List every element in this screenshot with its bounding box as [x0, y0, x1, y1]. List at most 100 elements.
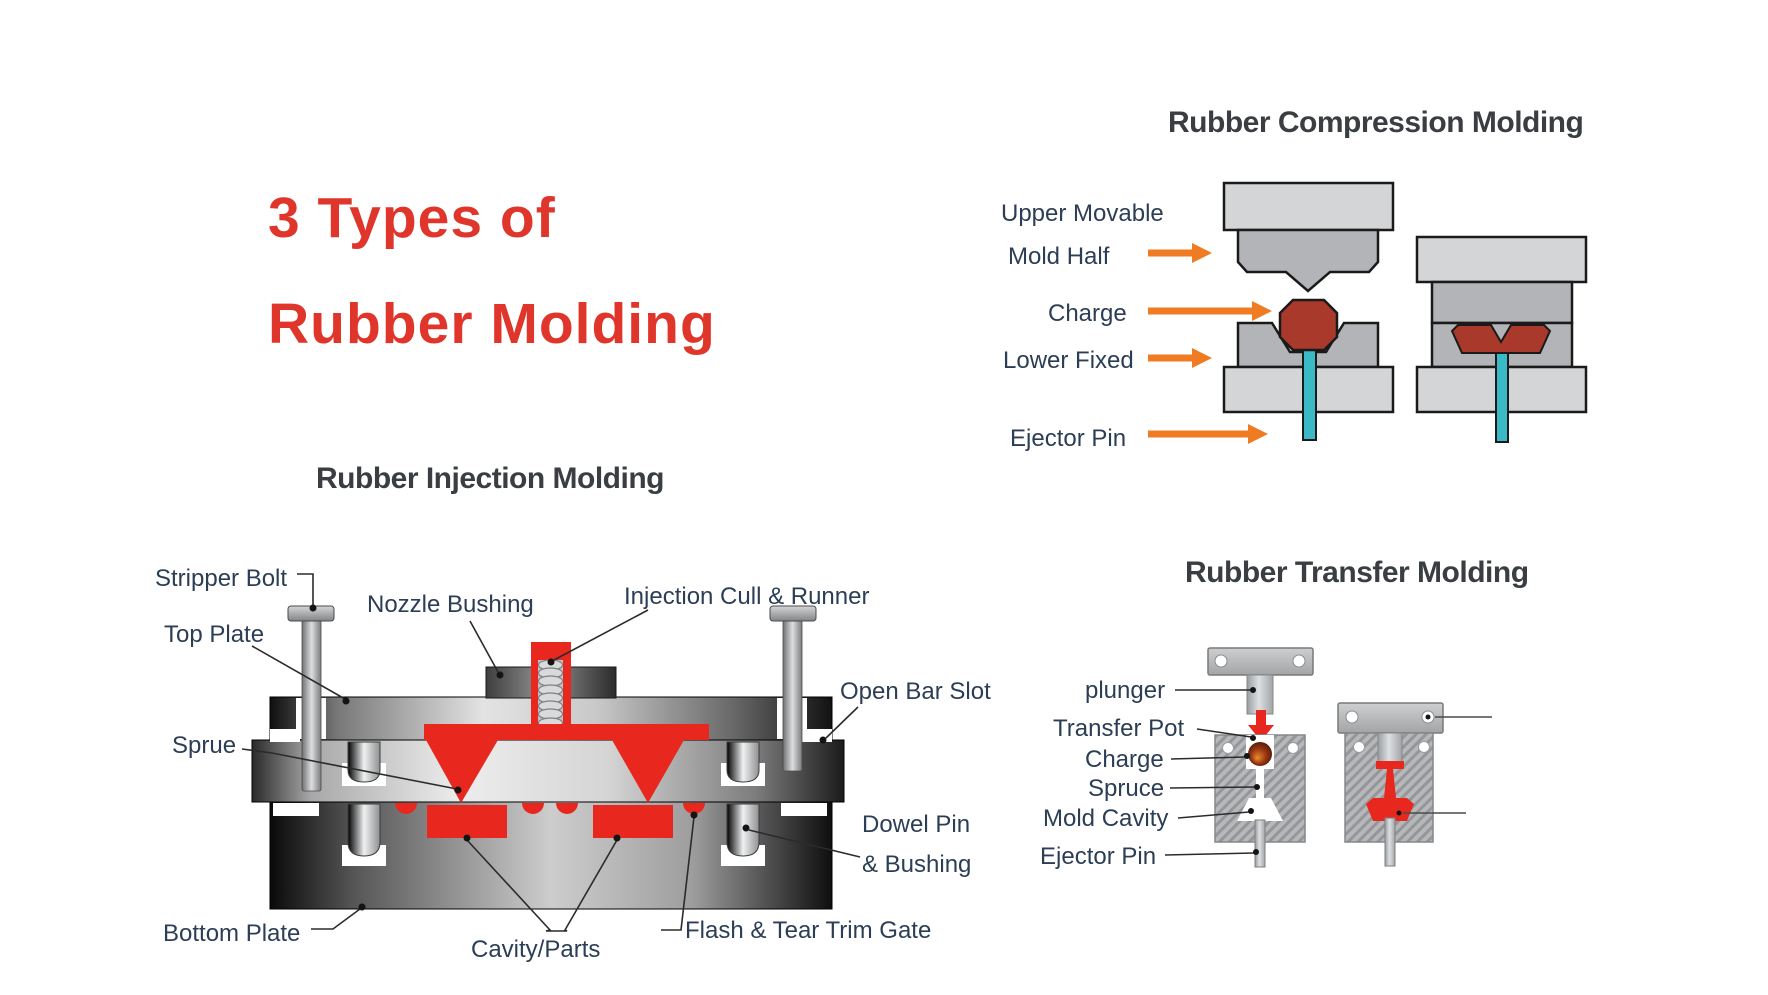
injection-mold — [251, 605, 845, 910]
block-hole-2 — [1287, 742, 1299, 754]
bottom-plate-leader — [311, 908, 361, 930]
dowel-pin-right — [726, 803, 760, 857]
mold-cavity-leader — [1177, 811, 1250, 819]
leader-dots — [309, 604, 1431, 911]
bushing-left — [347, 741, 381, 783]
transfer-ejector-pin-open — [1254, 819, 1266, 868]
stripper-bolt-leader — [297, 573, 314, 605]
cavity-filled-shape — [1366, 798, 1414, 821]
spruce-leader — [1169, 786, 1256, 789]
charge-shape — [1278, 298, 1339, 352]
label-transfer-pot: Transfer Pot — [1053, 715, 1185, 742]
compression-top-plate-open — [1222, 181, 1395, 232]
label-transfer-ejector-pin: Ejector Pin — [1040, 843, 1157, 870]
ejector-pin-shape-open — [1302, 349, 1317, 441]
label-flash-tear-trim-gate: Flash & Tear Trim Gate — [685, 917, 932, 944]
block-closed-hole-2 — [1418, 741, 1430, 753]
mold-half-arrow — [1148, 243, 1212, 263]
flash-bump-2 — [522, 803, 544, 814]
sprue-filled-shape — [1384, 769, 1396, 798]
plunger-plate-hole-left — [1214, 654, 1228, 668]
sprue-channel-shape — [1256, 769, 1264, 799]
stripper-bolt-left-shaft — [301, 619, 322, 792]
compression-arrows — [1148, 243, 1272, 444]
plunger-plate-hole-right — [1292, 654, 1306, 668]
main-title-line2: Rubber Molding — [268, 292, 716, 356]
label-stripper-bolt: Stripper Bolt — [155, 565, 288, 592]
cavity-parts-leader — [466, 839, 618, 932]
main-title-line1: 3 Types of — [268, 186, 556, 250]
flash-bump-1 — [395, 803, 417, 814]
mold-cavity-shape — [1237, 798, 1283, 821]
ejector-pin-arrow — [1148, 424, 1268, 444]
transfer-mold-closed — [1337, 702, 1444, 867]
compression-mold-open — [1222, 181, 1395, 441]
press-direction-arrow — [1248, 710, 1274, 741]
cavity-left-shape — [427, 805, 507, 838]
runner-and-cavities — [395, 724, 709, 838]
stripper-bolt-right-head — [769, 605, 817, 622]
leader-lines — [241, 573, 1492, 932]
block-hole-1 — [1222, 742, 1234, 754]
label-open-bar-slot: Open Bar Slot — [840, 678, 991, 705]
upper-movable-mold-half — [1236, 228, 1380, 293]
transfer-mold-open — [1207, 647, 1314, 868]
label-sprue: Sprue — [172, 732, 237, 759]
bar-slot-lower-right — [781, 803, 827, 816]
top-plate-leader — [251, 645, 346, 700]
plunger-stem — [1246, 674, 1274, 715]
charge-ball — [1248, 742, 1272, 766]
transferred-rubber — [1366, 761, 1414, 821]
sprue-leader — [241, 748, 458, 790]
stripper-bolt-right-shaft — [782, 619, 803, 772]
block-closed-hole-1 — [1353, 741, 1365, 753]
label-lower-fixed: Lower Fixed — [1003, 347, 1134, 374]
flash-gate-bump — [683, 803, 705, 814]
sprue-left-shape — [426, 740, 498, 803]
transfer-ejector-leader — [1164, 852, 1255, 856]
bar-slot-lower-left — [273, 803, 319, 816]
bushing-right — [726, 741, 760, 783]
compression-mold-closed — [1415, 235, 1588, 443]
transfer-ejector-pin-closed — [1384, 817, 1396, 867]
transfer-charge-leader — [1170, 756, 1246, 760]
label-and-bushing: & Bushing — [862, 851, 972, 878]
label-compression-ejector-pin: Ejector Pin — [1010, 425, 1127, 452]
label-upper-movable: Upper Movable — [1001, 200, 1164, 227]
flash-gate-leader — [661, 816, 695, 931]
ejector-pin-shape-closed — [1495, 349, 1509, 443]
lower-fixed-arrow — [1148, 348, 1212, 368]
transfer-pot-leader — [1196, 728, 1252, 738]
transfer-title: Rubber Transfer Molding — [1185, 556, 1529, 589]
label-plunger: plunger — [1085, 677, 1166, 704]
label-compression-charge: Charge — [1048, 300, 1127, 327]
molded-part-shape — [1450, 324, 1552, 354]
charge-arrow — [1148, 301, 1272, 321]
cull-pad-shape — [1376, 761, 1404, 769]
dowel-pin-left — [347, 803, 381, 857]
label-mold-half: Mold Half — [1008, 243, 1110, 270]
compression-title: Rubber Compression Molding — [1168, 106, 1584, 139]
label-cavity-parts: Cavity/Parts — [471, 936, 601, 963]
bar-slot-left — [270, 729, 300, 742]
injection-cull-leader — [553, 609, 649, 661]
plunger-stem-pressed — [1377, 732, 1403, 764]
compression-top-plate-closed — [1415, 235, 1588, 284]
plunger-plate-closed-hole-left — [1345, 710, 1359, 724]
label-mold-cavity: Mold Cavity — [1043, 805, 1169, 832]
open-bar-slot-leader — [825, 706, 859, 739]
label-dowel-pin: Dowel Pin — [862, 811, 971, 838]
label-injection-cull-runner: Injection Cull & Runner — [624, 583, 870, 610]
injection-title: Rubber Injection Molding — [316, 462, 664, 495]
upper-mold-half-closed — [1430, 280, 1574, 325]
sprue-right-shape — [612, 740, 684, 803]
label-transfer-charge: Charge — [1085, 746, 1164, 773]
label-bottom-plate: Bottom Plate — [163, 920, 301, 947]
dowel-pin-leader — [748, 829, 861, 858]
nozzle-bushing-leader — [469, 620, 499, 673]
flash-bump-3 — [556, 803, 578, 814]
cavity-right-shape — [593, 805, 673, 838]
label-spruce: Spruce — [1088, 775, 1165, 802]
